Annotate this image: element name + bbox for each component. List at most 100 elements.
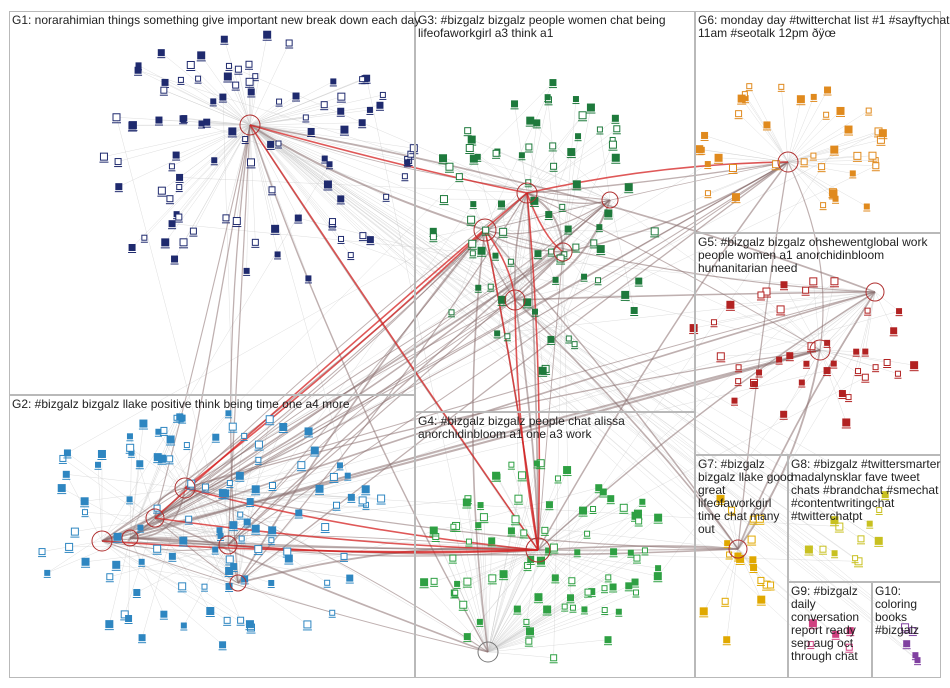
network-node bbox=[796, 95, 806, 106]
network-node bbox=[229, 563, 238, 573]
network-node bbox=[565, 335, 573, 344]
network-node bbox=[57, 484, 67, 495]
network-node bbox=[525, 627, 535, 638]
network-node bbox=[154, 116, 163, 126]
network-node bbox=[507, 461, 515, 470]
network-node bbox=[533, 460, 541, 469]
network-node bbox=[832, 195, 840, 204]
group-label-g9: G9: #bizgalz daily conversation report r… bbox=[791, 584, 860, 663]
network-node bbox=[202, 118, 211, 128]
network-node bbox=[734, 378, 742, 387]
network-node bbox=[243, 267, 251, 276]
network-node bbox=[205, 606, 215, 617]
network-node bbox=[70, 527, 80, 538]
network-node bbox=[517, 471, 527, 482]
network-node bbox=[864, 307, 872, 316]
network-node bbox=[524, 143, 533, 153]
network-node bbox=[841, 418, 851, 429]
network-node bbox=[615, 608, 623, 617]
network-node bbox=[700, 131, 709, 141]
network-node bbox=[201, 483, 210, 493]
network-node bbox=[838, 390, 847, 400]
network-node bbox=[818, 545, 827, 555]
network-node bbox=[218, 641, 227, 651]
network-node bbox=[157, 49, 166, 59]
network-node bbox=[863, 203, 871, 212]
network-node bbox=[175, 413, 184, 423]
network-node bbox=[184, 515, 193, 525]
network-node bbox=[465, 143, 475, 154]
network-node bbox=[911, 652, 919, 661]
network-node bbox=[180, 622, 188, 631]
network-node bbox=[558, 203, 566, 212]
network-node bbox=[491, 471, 501, 482]
network-node bbox=[845, 394, 853, 403]
network-node bbox=[455, 173, 464, 183]
network-node bbox=[221, 214, 230, 224]
network-node bbox=[114, 158, 123, 168]
hub-node bbox=[473, 218, 497, 242]
network-node bbox=[469, 250, 477, 259]
network-node bbox=[852, 348, 860, 357]
network-node bbox=[153, 504, 162, 514]
network-node bbox=[138, 558, 146, 567]
network-node bbox=[194, 75, 202, 84]
network-node bbox=[624, 183, 634, 194]
network-node bbox=[439, 195, 449, 206]
network-node bbox=[727, 506, 736, 516]
network-node bbox=[777, 83, 785, 92]
network-node bbox=[829, 516, 839, 527]
network-node bbox=[284, 554, 294, 565]
network-node bbox=[140, 234, 148, 243]
network-node bbox=[578, 111, 588, 122]
hub-node bbox=[145, 508, 165, 528]
network-node bbox=[328, 218, 337, 228]
network-node bbox=[179, 238, 189, 249]
network-node bbox=[845, 643, 854, 653]
network-node bbox=[323, 180, 333, 191]
network-node bbox=[336, 462, 344, 471]
network-node bbox=[766, 581, 775, 591]
network-node bbox=[80, 497, 90, 508]
network-node bbox=[175, 173, 184, 183]
group-box-g9 bbox=[788, 582, 872, 678]
network-node bbox=[546, 335, 555, 345]
network-node bbox=[580, 606, 588, 615]
network-node bbox=[533, 593, 543, 604]
network-node bbox=[245, 620, 255, 631]
network-node bbox=[487, 537, 496, 547]
network-node bbox=[366, 106, 374, 115]
network-node bbox=[160, 238, 170, 249]
network-node bbox=[226, 480, 234, 489]
network-node bbox=[186, 60, 196, 71]
network-node bbox=[829, 145, 839, 156]
network-node bbox=[268, 186, 277, 196]
network-node bbox=[894, 370, 902, 379]
group-label-g1: G1: norarahimian things something give i… bbox=[12, 13, 421, 27]
network-node bbox=[586, 103, 596, 114]
network-node bbox=[347, 252, 355, 261]
network-node bbox=[268, 482, 277, 492]
group-label-g7: G7: #bizgalz bizgalz llake good great li… bbox=[698, 457, 794, 536]
network-node bbox=[798, 379, 806, 388]
network-node bbox=[429, 526, 439, 537]
network-node bbox=[243, 518, 252, 528]
network-node bbox=[38, 548, 47, 558]
network-node bbox=[328, 609, 336, 618]
network-node bbox=[572, 96, 580, 105]
network-node bbox=[401, 173, 409, 182]
hub-node bbox=[553, 242, 573, 262]
network-node bbox=[549, 654, 558, 664]
group-box-g10 bbox=[872, 582, 941, 678]
network-node bbox=[375, 101, 384, 111]
network-node bbox=[548, 142, 557, 152]
network-node bbox=[861, 348, 869, 357]
network-node bbox=[544, 211, 553, 221]
network-node bbox=[236, 511, 244, 520]
network-node bbox=[228, 422, 238, 433]
network-node bbox=[128, 121, 138, 132]
network-node bbox=[210, 157, 218, 166]
network-node bbox=[878, 129, 888, 140]
network-node bbox=[536, 556, 546, 567]
